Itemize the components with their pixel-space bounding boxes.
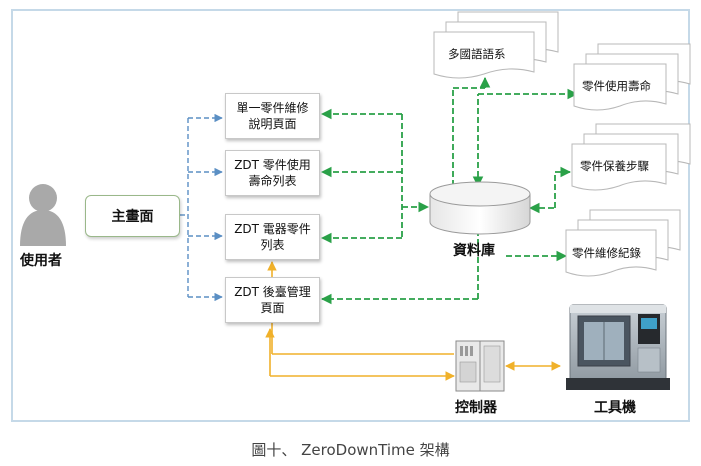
page-box-line: 頁面 [260, 301, 285, 315]
blue-connections [180, 113, 223, 302]
page-box-repair-manual: 單一零件維修 說明頁面 [225, 93, 320, 139]
green-connections [320, 76, 579, 305]
doc-stack-lifespan [573, 43, 691, 111]
page-box-line: 說明頁面 [248, 117, 297, 131]
user-label: 使用者 [20, 253, 62, 269]
database-label: 資料庫 [453, 243, 495, 259]
page-box-lifespan-list: ZDT 零件使用 壽命列表 [225, 150, 320, 196]
page-box-line: ZDT 零件使用 [234, 158, 311, 172]
main-page-box: 主畫面 [85, 195, 180, 237]
doc-label-maintenance: 零件保養步驟 [580, 159, 649, 173]
controller-label: 控制器 [455, 400, 497, 416]
doc-label-multilang: 多國語語系 [448, 47, 506, 61]
machine-icon [566, 304, 670, 390]
doc-stack-multilang [433, 11, 559, 79]
doc-stack-maintenance [571, 123, 691, 191]
page-box-electrical-parts: ZDT 電器零件 列表 [225, 214, 320, 260]
page-box-line: 列表 [260, 238, 285, 252]
machine-label: 工具機 [594, 400, 636, 416]
page-box-line: ZDT 電器零件 [234, 222, 311, 236]
doc-stack-repair [565, 209, 681, 277]
page-box-line: ZDT 後臺管理 [234, 285, 311, 299]
user-icon [20, 184, 66, 246]
page-box-line: 單一零件維修 [236, 101, 309, 115]
doc-label-lifespan: 零件使用壽命 [582, 79, 651, 93]
figure-caption: 圖十、 ZeroDownTime 架構 [251, 441, 450, 459]
page-box-line: 壽命列表 [248, 174, 297, 188]
controller-icon [455, 340, 505, 392]
doc-label-repair: 零件維修紀錄 [572, 246, 641, 260]
page-box-admin: ZDT 後臺管理 頁面 [225, 277, 320, 323]
database-icon [429, 181, 531, 235]
